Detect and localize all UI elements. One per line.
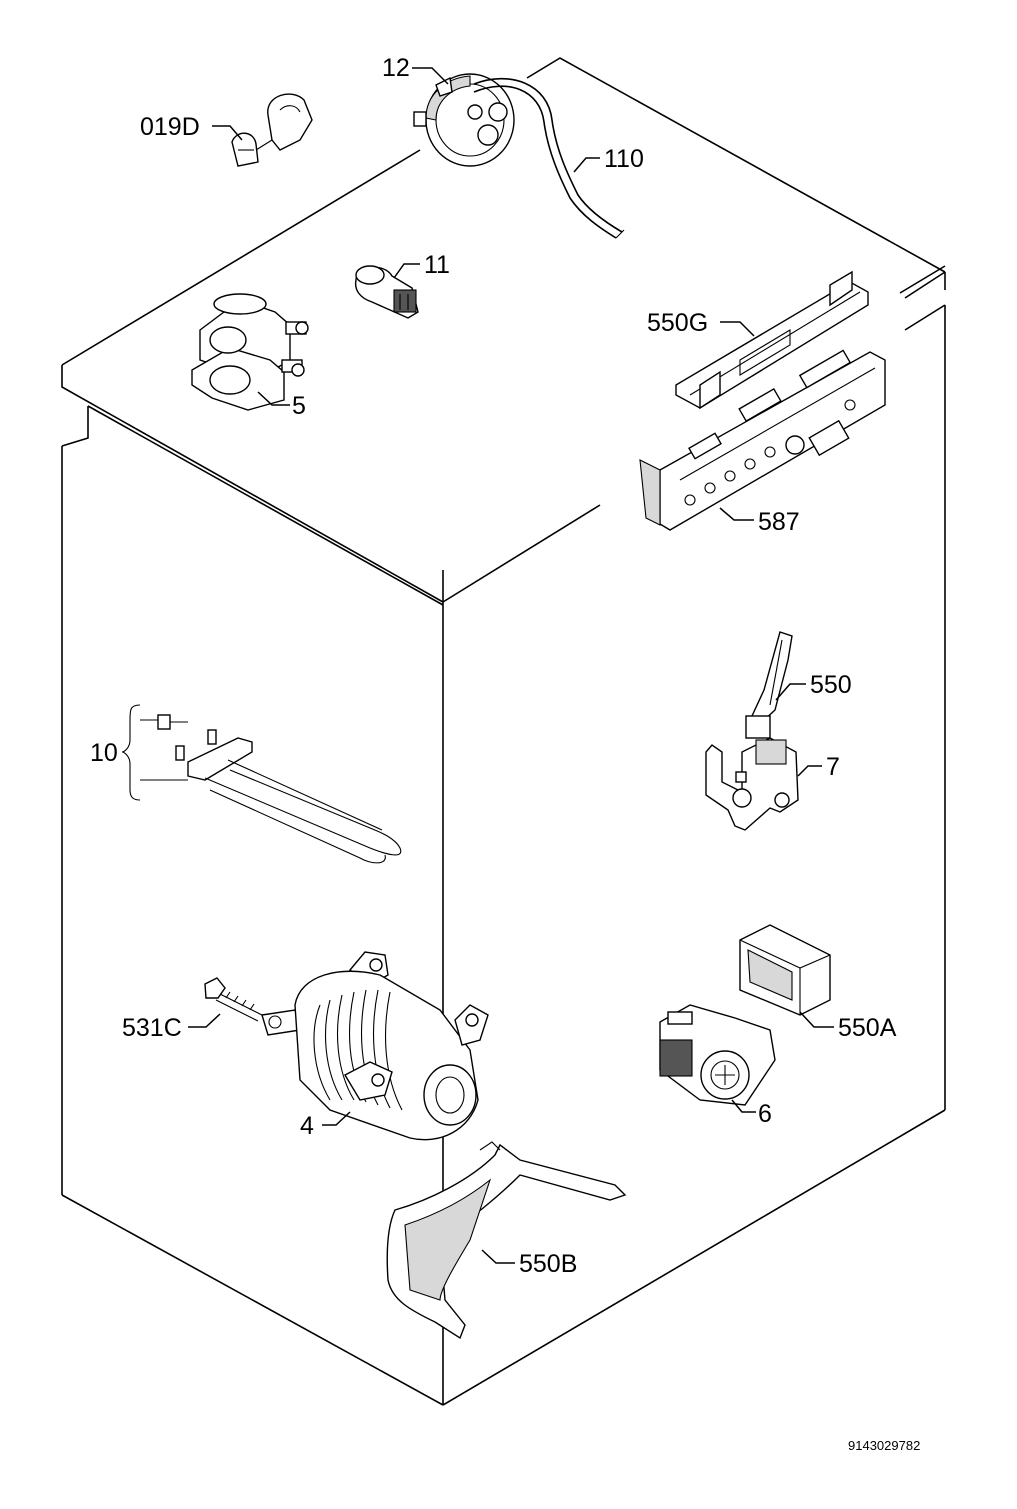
part-550A-cover-box: [739, 924, 831, 1016]
label-10: 10: [90, 739, 118, 767]
label-4: 4: [300, 1112, 314, 1140]
part-11-capacitor: [354, 265, 419, 319]
part-587-control-board: [639, 349, 886, 531]
part-550G-cover: [675, 270, 869, 410]
label-550G: 550G: [647, 309, 708, 337]
part-7-door-lock: [705, 737, 799, 831]
label-11: 11: [424, 251, 450, 279]
label-019D: 019D: [140, 113, 200, 141]
part-019D-clip: [231, 93, 313, 167]
label-550B: 550B: [519, 1250, 577, 1278]
label-531C: 531C: [122, 1014, 182, 1042]
part-10-heating-element: [121, 704, 402, 864]
label-550: 550: [810, 671, 852, 699]
label-110: 110: [604, 145, 644, 173]
part-531C-bolt: [204, 977, 263, 1022]
part-6-selector-switch: [659, 1004, 776, 1106]
label-587: 587: [758, 508, 800, 536]
leader-lines: [188, 67, 834, 1264]
reference-number: 9143029782: [848, 1438, 920, 1453]
label-550A: 550A: [838, 1014, 897, 1042]
cabinet-outline: [61, 57, 946, 1406]
label-7: 7: [826, 753, 840, 781]
label-6: 6: [758, 1100, 772, 1128]
label-12: 12: [382, 54, 410, 82]
part-labels: 12 019D 110 11 550G 5 587 550 10 7 550A …: [90, 54, 897, 1278]
part-5-inlet-valve: [191, 293, 309, 411]
part-110-hose: [473, 77, 625, 239]
part-550-wiring: [745, 631, 793, 739]
part-550B-cover: [386, 1141, 627, 1340]
part-12-pressure-switch: [413, 73, 515, 167]
label-5: 5: [292, 392, 306, 420]
part-4-motor: [261, 951, 489, 1141]
